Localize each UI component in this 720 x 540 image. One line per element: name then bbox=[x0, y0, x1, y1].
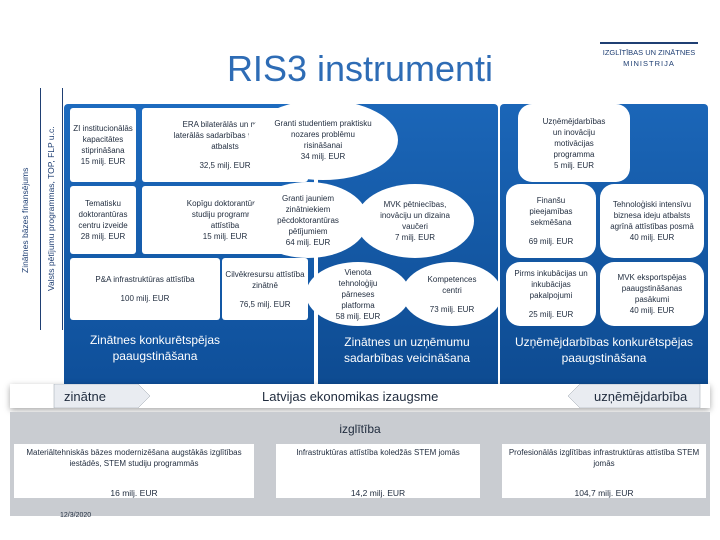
science-box-human-resources: Cilvēkresursu attīstība zinātnē 76,5 mil… bbox=[222, 258, 308, 320]
business-box-motivation: Uzņēmējdarbības un inovāciju motivācijas… bbox=[518, 104, 630, 182]
coop-oval-young-scientists: Granti jauniem zinātniekiem pēcdoktorant… bbox=[248, 182, 368, 258]
business-box-amount: 5 milj. EUR bbox=[553, 160, 594, 170]
education-box-colleges: Infrastruktūras attīstība koledžās STEM … bbox=[276, 444, 480, 498]
science-box-text: ZI institucionālās kapacitātes stiprināš… bbox=[73, 124, 133, 155]
coop-oval-amount: 73 milj. EUR bbox=[429, 304, 475, 314]
growth-band-arrows bbox=[53, 384, 701, 408]
business-box-amount: 25 milj. EUR bbox=[528, 310, 574, 319]
science-box-amount: 15 milj. EUR bbox=[80, 157, 126, 166]
business-box-text: MVK eksportspējas paaugstināšanas pasāku… bbox=[617, 273, 687, 304]
science-box-text: P&A infrastruktūras attīstība bbox=[95, 275, 195, 284]
coop-oval-text: Vienota tehnoloģiju pārneses platforma bbox=[338, 267, 378, 310]
business-box-finance-access: Finanšu pieejamības sekmēšana 69 milj. E… bbox=[506, 184, 596, 258]
science-box-amount: 28 milj. EUR bbox=[80, 232, 126, 241]
band-label-business: uzņēmējdarbība bbox=[594, 389, 688, 404]
science-box-amount: 15 milj. EUR bbox=[202, 232, 248, 241]
science-box-text: Cilvēkresursu attīstība zinātnē bbox=[225, 269, 305, 290]
business-box-amount: 69 milj. EUR bbox=[528, 237, 574, 246]
logo-line2: MINISTRIJA bbox=[623, 59, 675, 68]
education-box-vocational: Profesionālās izglītības infrastruktūras… bbox=[502, 444, 706, 498]
business-box-amount: 40 milj. EUR bbox=[629, 306, 675, 315]
science-box-amount: 76,5 milj. EUR bbox=[239, 299, 291, 309]
science-box-amount: 100 milj. EUR bbox=[120, 294, 170, 303]
education-amount-vocational: 104,7 milj. EUR bbox=[574, 488, 634, 498]
band-label-growth: Latvijas ekonomikas izaugsme bbox=[262, 389, 439, 404]
business-box-early-stage: Tehnoloģiski intensīvu biznesa ideju atb… bbox=[600, 184, 704, 258]
business-box-text: Pirms inkubācijas un inkubācijas pakalpo… bbox=[514, 269, 588, 300]
business-box-amount: 40 milj. EUR bbox=[629, 233, 675, 242]
business-box-text: Finanšu pieejamības sekmēšana bbox=[529, 196, 573, 227]
education-heading: izglītība bbox=[339, 422, 381, 436]
science-box-text: Kopīgu doktorantūras studiju programmu a… bbox=[186, 199, 264, 230]
cooperation-heading: Zinātnes un uzņēmumu sadarbības veicināš… bbox=[343, 335, 471, 365]
coop-oval-tech-transfer: Vienota tehnoloģiju pārneses platforma 5… bbox=[306, 262, 410, 326]
coop-oval-text: MVK pētniecības, inovāciju un dizaina va… bbox=[380, 200, 450, 231]
education-box-higher: Materiāltehniskās bāzes modernizēšana au… bbox=[14, 444, 254, 498]
science-box-infrastructure: P&A infrastruktūras attīstība 100 milj. … bbox=[70, 258, 220, 320]
education-amount-higher: 16 milj. EUR bbox=[110, 488, 158, 498]
coop-oval-amount: 58 milj. EUR bbox=[335, 311, 381, 321]
coop-oval-text: Granti jauniem zinātniekiem pēcdoktorant… bbox=[277, 193, 339, 236]
science-box-text: Tematisku doktorantūras centru izveide bbox=[78, 199, 128, 230]
coop-oval-text: Granti studentiem praktisku nozares prob… bbox=[274, 119, 372, 150]
logo-line1: IZGLĪTĪBAS UN ZINĀTNES bbox=[602, 48, 696, 57]
band-label-science: zinātne bbox=[64, 389, 106, 404]
science-heading: Zinātnes konkurētspējas paaugstināšana bbox=[89, 333, 221, 363]
business-box-text: Uzņēmējdarbības un inovāciju motivācijas… bbox=[542, 116, 606, 159]
science-box-text: ERA bilaterālās un multi laterālās sadar… bbox=[173, 120, 277, 151]
ministry-logo: IZGLĪTĪBAS UN ZINĀTNES MINISTRIJA bbox=[600, 42, 698, 76]
science-box-amount: 32,5 milj. EUR bbox=[199, 161, 251, 170]
business-heading: Uzņēmējdarbības konkurētspējas paaugstin… bbox=[514, 335, 694, 365]
sidebar-divider-inner bbox=[62, 88, 63, 330]
sidebar-divider bbox=[40, 88, 41, 330]
coop-oval-amount: 64 milj. EUR bbox=[285, 237, 331, 247]
sidebar-label-programmes: Valsts pētījumu programmas, TOP, FLP u.c… bbox=[46, 126, 56, 292]
business-box-incubation: Pirms inkubācijas un inkubācijas pakalpo… bbox=[506, 262, 596, 326]
sidebar-label-funding: Zinātnes bāzes finansējums bbox=[20, 167, 30, 273]
coop-oval-amount: 7 milj. EUR bbox=[394, 233, 435, 242]
coop-oval-vouchers: MVK pētniecības, inovāciju un dizaina va… bbox=[356, 184, 474, 258]
business-box-text: Tehnoloģiski intensīvu biznesa ideju atb… bbox=[610, 200, 694, 231]
page-title: RIS3 instrumenti bbox=[226, 48, 494, 89]
coop-oval-competence-centres: Kompetences centri 73 milj. EUR bbox=[402, 262, 502, 326]
business-box-export: MVK eksportspējas paaugstināšanas pasāku… bbox=[600, 262, 704, 326]
education-amount-colleges: 14,2 milj. EUR bbox=[350, 488, 406, 498]
coop-oval-student-grants: Granti studentiem praktisku nozares prob… bbox=[248, 100, 398, 180]
coop-oval-text: Kompetences centri bbox=[427, 274, 477, 295]
coop-oval-amount: 34 milj. EUR bbox=[300, 152, 346, 161]
science-box-doctoral-centres: Tematisku doktorantūras centru izveide 2… bbox=[70, 186, 136, 254]
science-box-institutional: ZI institucionālās kapacitātes stiprināš… bbox=[70, 108, 136, 182]
slide-date: 12/3/2020 bbox=[60, 512, 92, 519]
